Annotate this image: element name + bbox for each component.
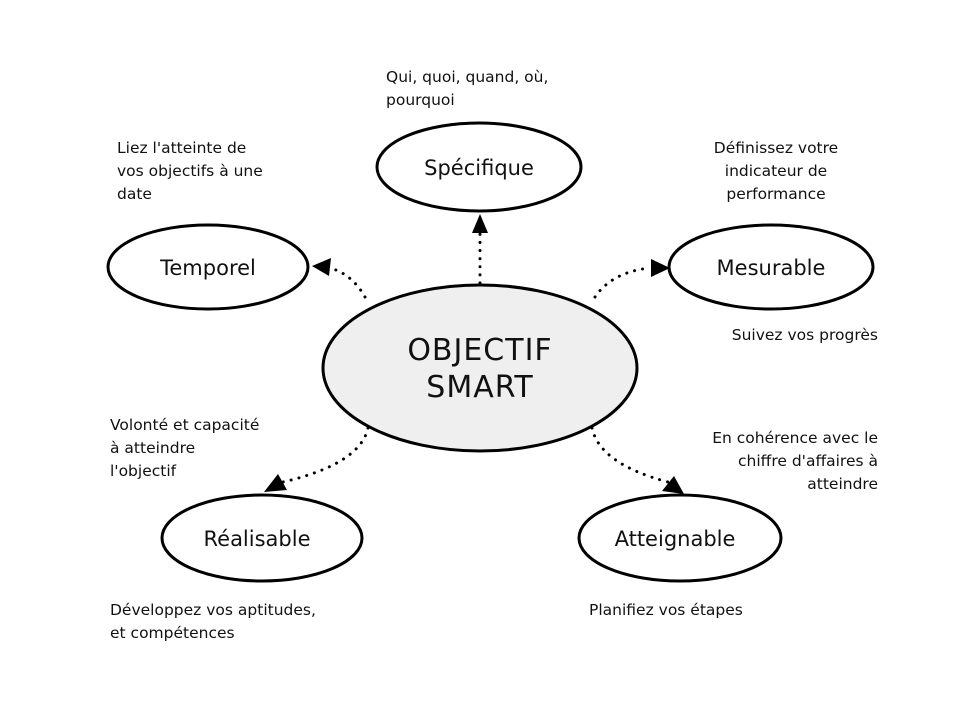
desc-atteignable-above-line2: chiffre d'affaires à (738, 452, 878, 470)
desc-atteignable-above-line3: atteindre (807, 475, 878, 493)
node-realisable: Réalisable (160, 493, 364, 583)
arrow-specifique (472, 214, 488, 233)
center-label-line1: OBJECTIF (407, 333, 552, 368)
center-node: OBJECTIF SMART (321, 283, 639, 453)
node-atteignable: Atteignable (577, 493, 783, 583)
node-label-mesurable: Mesurable (717, 256, 826, 280)
desc-atteignable-above-line1: En cohérence avec le (712, 429, 878, 447)
node-specifique: Spécifique (375, 121, 583, 213)
node-temporel: Temporel (106, 223, 310, 311)
desc-realisable-below-line2: et compétences (110, 624, 235, 642)
desc-atteignable-below-line1: Planifiez vos étapes (589, 601, 743, 619)
node-label-specifique: Spécifique (424, 156, 534, 180)
link-realisable (281, 426, 370, 484)
desc-mesurable-above-line1: Définissez votre (714, 139, 838, 157)
desc-temporel-line2: vos objectifs à une (117, 162, 263, 180)
link-atteignable (590, 426, 670, 484)
center-label-line2: SMART (426, 370, 533, 405)
desc-mesurable-above-line2: indicateur de (725, 162, 827, 180)
desc-realisable-above-line3: l'objectif (110, 462, 177, 480)
arrow-temporel (312, 258, 331, 276)
desc-mesurable-above-line3: performance (726, 185, 825, 203)
node-label-realisable: Réalisable (204, 527, 311, 551)
desc-specifique-line2: pourquoi (386, 91, 455, 109)
arrow-atteignable (662, 476, 684, 494)
node-label-atteignable: Atteignable (615, 527, 736, 551)
link-mesurable (593, 266, 652, 299)
desc-realisable-above-line1: Volonté et capacité (110, 416, 259, 434)
desc-temporel-line1: Liez l'atteinte de (117, 139, 246, 157)
node-mesurable: Mesurable (667, 223, 875, 311)
desc-temporel-line3: date (117, 185, 152, 203)
link-temporel (328, 266, 367, 299)
desc-mesurable-below-line1: Suivez vos progrès (732, 326, 878, 344)
arrow-mesurable (651, 259, 670, 277)
node-label-temporel: Temporel (159, 256, 256, 280)
desc-realisable-above-line2: à atteindre (110, 439, 195, 457)
connectors (264, 214, 684, 494)
arrow-realisable (264, 474, 287, 492)
desc-realisable-below-line1: Développez vos aptitudes, (110, 601, 316, 619)
desc-specifique-line1: Qui, quoi, quand, où, (386, 68, 548, 86)
